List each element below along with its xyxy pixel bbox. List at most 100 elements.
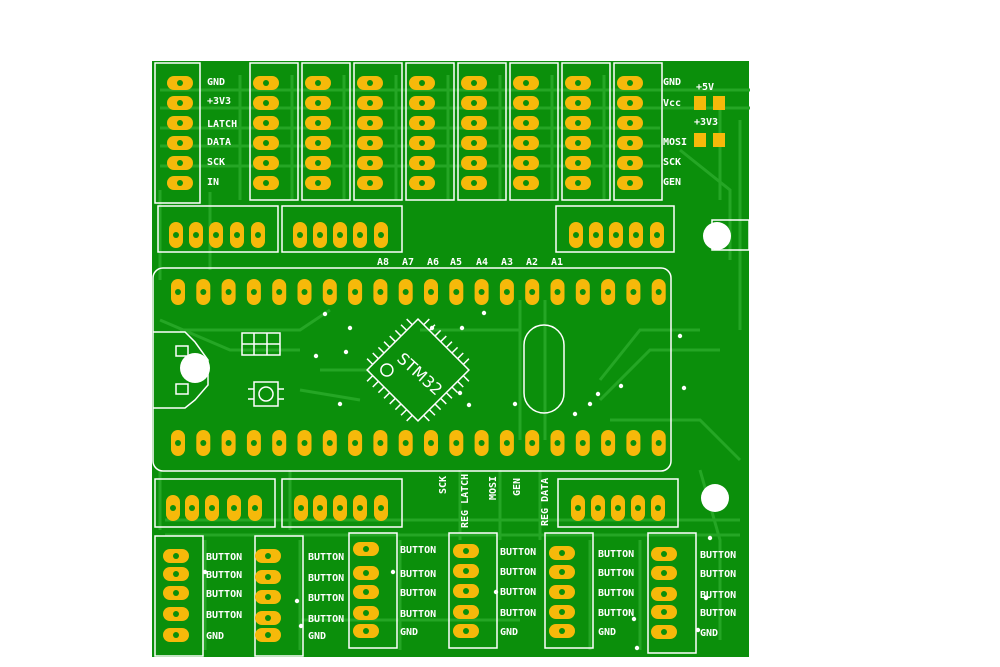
via (390, 569, 396, 575)
lower-5pin-pads (166, 495, 665, 521)
button-label: BUTTON (598, 588, 634, 599)
mcu-pin-pads (171, 279, 666, 456)
button-label: BUTTON (206, 589, 242, 600)
label-plus5v: +5V (696, 82, 714, 93)
vias (202, 310, 713, 651)
label-gnd-top: GND (207, 77, 225, 88)
stm32-chip (366, 318, 470, 422)
analog-label: A8 (377, 257, 389, 268)
label-reg-latch: REG LATCH (460, 474, 471, 528)
via (677, 333, 683, 339)
via (481, 310, 487, 316)
label-gnd-right: GND (663, 77, 681, 88)
via (695, 627, 701, 633)
jumper-5v-pad-b (713, 96, 725, 110)
label-plus3v3: +3V3 (694, 117, 718, 128)
jumper-3v3-pad-b (713, 133, 725, 147)
button-label: BUTTON (400, 609, 436, 620)
button-gnd-label: GND (308, 631, 326, 642)
button-label: BUTTON (400, 545, 436, 556)
via (631, 616, 637, 622)
analog-label: A1 (551, 257, 563, 268)
button-label: BUTTON (400, 588, 436, 599)
button-label: BUTTON (700, 590, 736, 601)
via (493, 589, 499, 595)
button-label: BUTTON (206, 570, 242, 581)
via (618, 383, 624, 389)
mcu-module-outline (152, 267, 672, 472)
button-label: BUTTON (308, 552, 344, 563)
upper-5pin-headers (157, 205, 675, 253)
button-label: BUTTON (206, 610, 242, 621)
reset-switch (248, 381, 284, 407)
button-gnd-label: GND (500, 627, 518, 638)
label-mosi-right: MOSI (663, 137, 687, 148)
via (313, 353, 319, 359)
via (298, 623, 304, 629)
via (337, 401, 343, 407)
label-gen-right: GEN (663, 177, 681, 188)
button-label: BUTTON (598, 608, 634, 619)
via (429, 325, 435, 331)
via (634, 645, 640, 651)
jumper-3v3-pad-a (694, 133, 706, 147)
analog-label: A7 (402, 257, 414, 268)
upper-5pin-pads (169, 222, 664, 248)
button-gnd-label: GND (206, 631, 224, 642)
button-label: BUTTON (700, 608, 736, 619)
mount-hole-bottom-right (701, 484, 729, 512)
button-label: BUTTON (500, 567, 536, 578)
top-header-pads (167, 76, 643, 190)
label-3v3-top: +3V3 (207, 96, 231, 107)
jumper-grid (241, 332, 281, 356)
via (322, 311, 328, 317)
button-label: BUTTON (598, 568, 634, 579)
crystal-outline (523, 324, 565, 414)
button-header-groups: BUTTONBUTTONBUTTONBUTTONGNDBUTTONBUTTONB… (154, 532, 736, 657)
button-gnd-label: GND (700, 628, 718, 639)
via (512, 401, 518, 407)
button-group: BUTTON BUTTON BUTTON BUTTON GND (544, 532, 634, 649)
via (343, 349, 349, 355)
via (703, 595, 709, 601)
via (595, 391, 601, 397)
via (681, 385, 687, 391)
analog-label: A3 (501, 257, 513, 268)
button-gnd-label: GND (598, 627, 616, 638)
jumper-5v-pad-a (694, 96, 706, 110)
label-sck-top: SCK (207, 157, 225, 168)
via (707, 535, 713, 541)
label-mosi-bottom: MOSI (488, 476, 499, 500)
button-label: BUTTON (308, 573, 344, 584)
label-sck-right: SCK (663, 157, 681, 168)
via (347, 325, 353, 331)
lower-5pin-headers (154, 478, 679, 528)
mount-hole-top-right (703, 222, 731, 250)
label-vcc: Vcc (663, 98, 681, 109)
analog-label: A5 (450, 257, 462, 268)
via (457, 390, 463, 396)
analog-label: A6 (427, 257, 439, 268)
mount-hole-left (180, 353, 210, 383)
button-group: BUTTON BUTTON BUTTON BUTTON GND (647, 532, 736, 654)
via (572, 411, 578, 417)
label-latch: LATCH (207, 119, 237, 130)
button-label: BUTTON (500, 547, 536, 558)
button-label: BUTTON (500, 587, 536, 598)
via (202, 569, 208, 575)
analog-label: A4 (476, 257, 488, 268)
label-in: IN (207, 177, 219, 188)
button-label: BUTTON (700, 550, 736, 561)
button-label: BUTTON (400, 569, 436, 580)
button-label: BUTTON (700, 569, 736, 580)
via (459, 325, 465, 331)
button-label: BUTTON (598, 549, 634, 560)
button-label: BUTTON (308, 593, 344, 604)
pcb-substrate (152, 61, 749, 657)
